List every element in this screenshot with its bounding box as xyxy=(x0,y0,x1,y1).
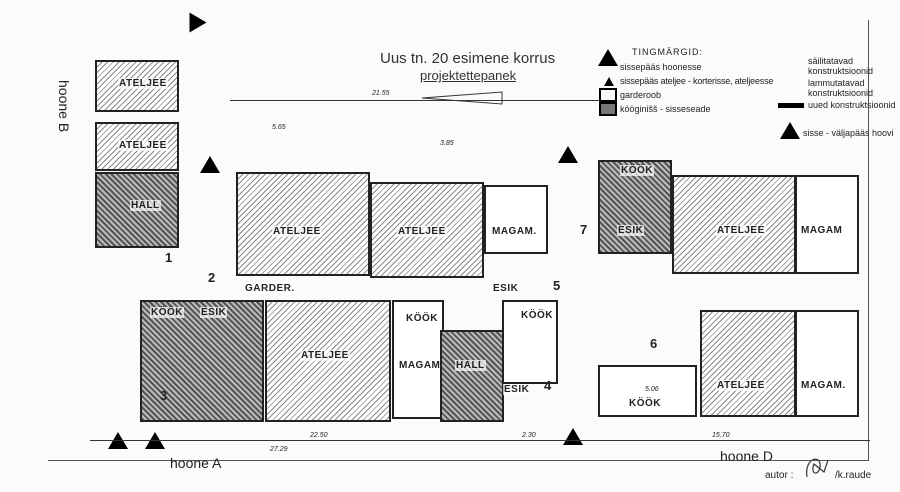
entry-number: 1 xyxy=(165,250,173,265)
dimension-label: 2.30 xyxy=(522,432,536,439)
legend-item: sissepääs ateljee - korterisse, ateljees… xyxy=(620,76,774,86)
author-name: /k.raude xyxy=(835,470,872,481)
dimension-label: 3.85 xyxy=(440,140,454,147)
room-label: MAGAM xyxy=(800,225,844,236)
legend-item: uued konstruktsioonid xyxy=(808,100,896,110)
room-label: KÖÖK xyxy=(620,165,654,176)
wardrobe-icon xyxy=(599,88,617,102)
room-kook-esik-d xyxy=(598,160,672,254)
room-label: KÖÖK xyxy=(150,307,184,318)
dimension-label: 15.70 xyxy=(712,432,730,439)
room-label: ESIK xyxy=(503,384,531,395)
entry-apartment-icon xyxy=(604,77,614,86)
kitchenette-icon xyxy=(599,102,617,116)
entry-triangle-icon xyxy=(189,12,207,33)
yard-access-icon xyxy=(780,122,800,139)
entry-number: 4 xyxy=(544,378,552,393)
building-d-label: hoone D xyxy=(720,448,773,464)
entry-number: 3 xyxy=(160,388,168,403)
room-label: KÖÖK xyxy=(405,313,439,324)
room-label: GARDER. xyxy=(244,283,296,294)
room-label: ATELJEE xyxy=(118,78,168,89)
entry-number: 5 xyxy=(553,278,561,293)
room-label: MAGAM. xyxy=(491,226,538,237)
room-ateljee-3 xyxy=(265,300,391,422)
legend-item: sisse - väljapääs hoovi xyxy=(803,128,894,138)
legend-item: lammutatavad konstruktsioonid xyxy=(808,78,874,98)
dimension-label: 27.29 xyxy=(270,446,288,453)
entry-number: 7 xyxy=(580,222,588,237)
room-ateljee-d1 xyxy=(672,175,796,274)
plan-title: Uus tn. 20 esimene korrus xyxy=(380,50,556,67)
room-label: ESIK xyxy=(200,307,228,318)
legend-item: säilitatavad konstruktsioonid xyxy=(808,56,874,76)
dimension-label: 5.06 xyxy=(645,386,659,393)
room-label: ATELJEE xyxy=(118,140,168,151)
legend-item: sissepääs hoonesse xyxy=(620,62,702,72)
room-label: HALL xyxy=(455,360,486,371)
room-magam-d1 xyxy=(795,175,859,274)
dimension-line xyxy=(90,440,870,441)
room-label: MAGAM. xyxy=(800,380,847,391)
room-hall-b xyxy=(95,172,179,248)
dimension-label: 22.50 xyxy=(310,432,328,439)
room-label: ATELJEE xyxy=(716,225,766,236)
author-signature xyxy=(806,458,829,478)
room-label: ATELJEE xyxy=(300,350,350,361)
dimension-label: 21.55 xyxy=(372,90,390,97)
room-kook-d xyxy=(598,365,697,417)
room-ateljee-1 xyxy=(236,172,370,276)
legend-heading: TINGMÄRGID: xyxy=(632,47,703,57)
entry-triangle-icon xyxy=(558,146,578,163)
room-kook-esik-a xyxy=(140,300,264,422)
author-label: autor : xyxy=(765,470,794,481)
entry-number: 2 xyxy=(208,270,216,285)
entry-triangle-icon xyxy=(563,428,583,445)
legend-item: garderoob xyxy=(620,90,662,100)
room-label: KÖÖK xyxy=(628,398,662,409)
room-magam-d2 xyxy=(795,310,859,417)
room-label: ESIK xyxy=(617,225,645,236)
room-label: ATELJEE xyxy=(716,380,766,391)
plan-subtitle: projektettepanek xyxy=(420,68,517,83)
room-ateljee-d2 xyxy=(700,310,796,417)
entry-number: 6 xyxy=(650,336,658,351)
room-hall-main xyxy=(440,330,504,422)
entry-building-icon xyxy=(598,49,618,66)
direction-arrow-icon xyxy=(421,91,503,105)
room-label: ATELJEE xyxy=(272,226,322,237)
building-b-label: hoone B xyxy=(56,80,72,133)
building-a-label: hoone A xyxy=(170,455,222,471)
room-label: ESIK xyxy=(492,283,520,294)
room-label: KÖÖK xyxy=(520,310,554,321)
legend-item: kööginišš - sisseseade xyxy=(620,104,711,114)
drawing-frame xyxy=(48,20,869,461)
dimension-line xyxy=(230,100,600,101)
room-label: ATELJEE xyxy=(397,226,447,237)
entry-triangle-icon xyxy=(200,156,220,173)
new-construction-icon xyxy=(778,103,804,108)
room-label: MAGAM. xyxy=(398,360,445,371)
dimension-label: 5.65 xyxy=(272,124,286,131)
room-label: HALL xyxy=(130,200,161,211)
room-magam-1 xyxy=(484,185,548,254)
